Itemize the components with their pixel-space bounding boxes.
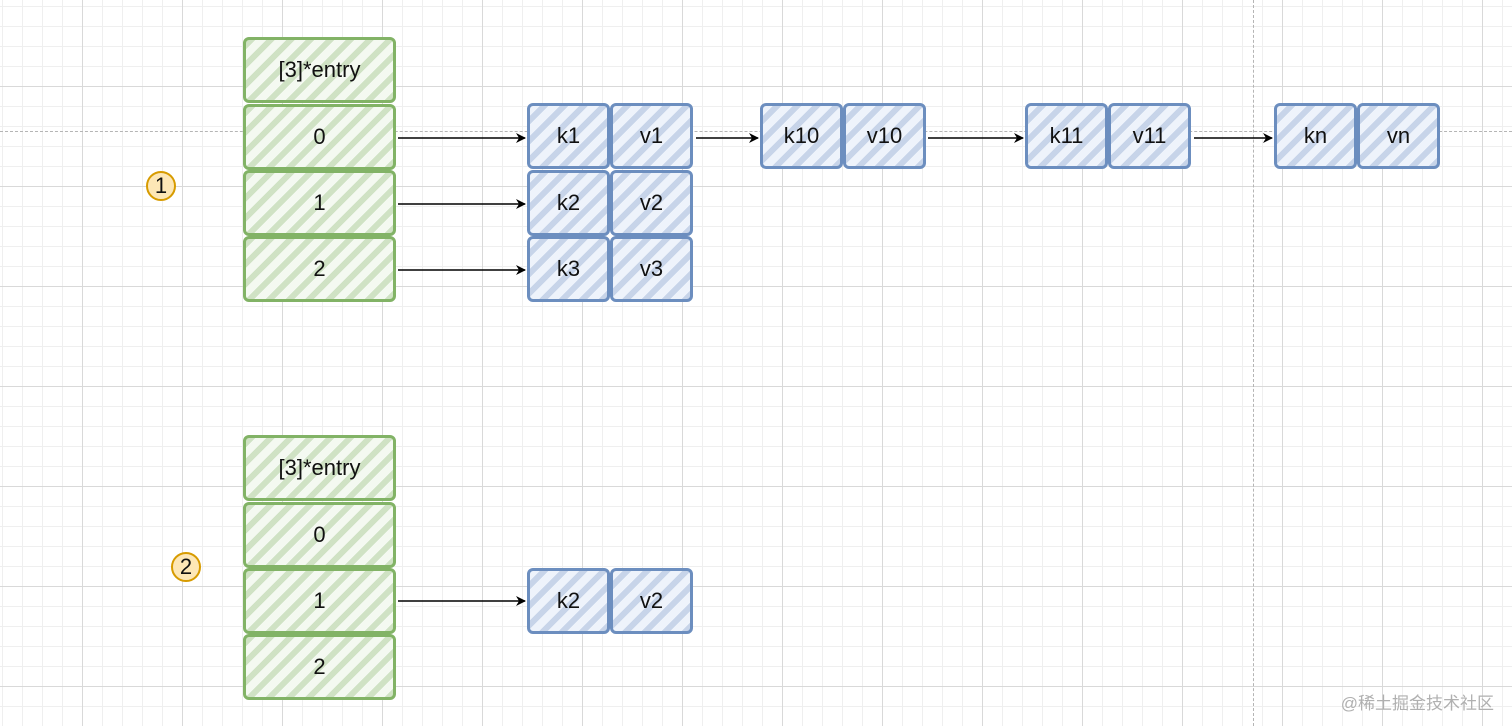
horizontal-guide-line (0, 131, 1512, 132)
array-slot-1: 1 (243, 568, 396, 634)
entry-key: k2 (527, 568, 610, 634)
entry-value: vn (1357, 103, 1440, 169)
array-slot-0: 0 (243, 502, 396, 568)
entry-value: v11 (1108, 103, 1191, 169)
entry-value: v1 (610, 103, 693, 169)
entry-value: v3 (610, 236, 693, 302)
entry-key: kn (1274, 103, 1357, 169)
entry-value: v10 (843, 103, 926, 169)
entry-key: k11 (1025, 103, 1108, 169)
watermark-text: @稀土掘金技术社区 (1340, 694, 1494, 713)
array-slot-2: 2 (243, 236, 396, 302)
entry-array-header: [3]*entry (243, 37, 396, 103)
vertical-guide-line (1253, 0, 1254, 726)
array-slot-0: 0 (243, 104, 396, 170)
entry-key: k1 (527, 103, 610, 169)
entry-value: v2 (610, 170, 693, 236)
step-marker-2: 2 (171, 552, 201, 582)
step-marker-1: 1 (146, 171, 176, 201)
entry-array-header: [3]*entry (243, 435, 396, 501)
entry-key: k10 (760, 103, 843, 169)
array-slot-1: 1 (243, 170, 396, 236)
array-slot-2: 2 (243, 634, 396, 700)
entry-key: k3 (527, 236, 610, 302)
entry-value: v2 (610, 568, 693, 634)
entry-key: k2 (527, 170, 610, 236)
